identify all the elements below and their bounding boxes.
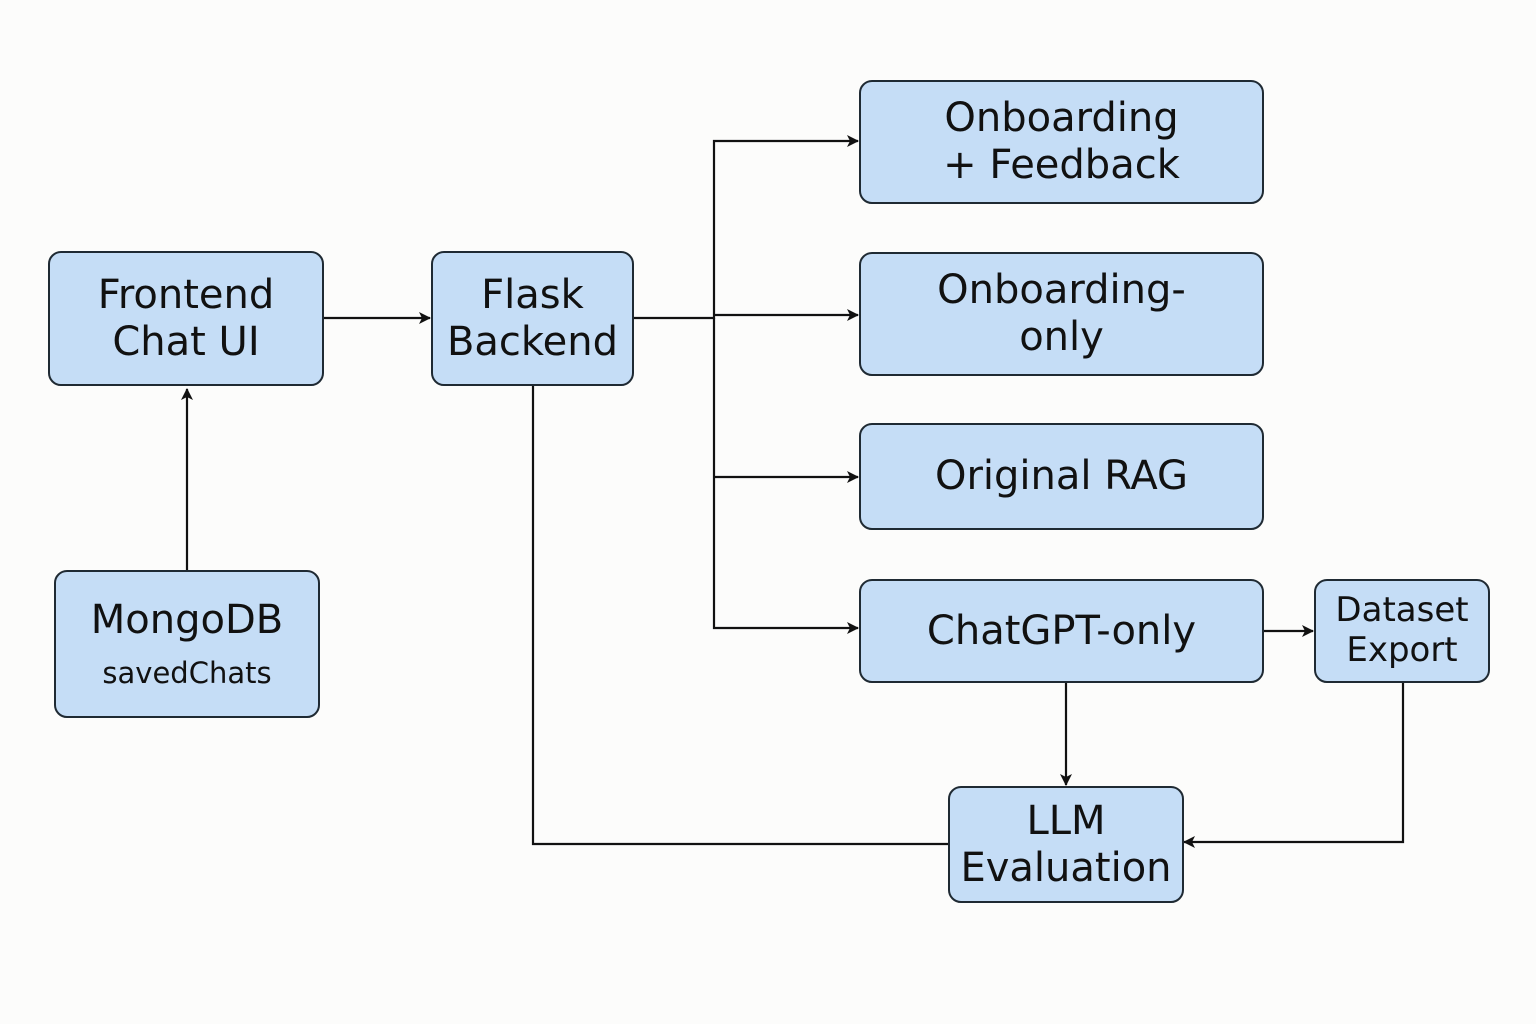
- edge-flask-to-onboarding-feedback: [634, 135, 859, 320]
- edge-flask-to-llm-evaluation: [531, 386, 948, 846]
- node-onboarding-feedback: Onboarding + Feedback: [859, 80, 1264, 204]
- node-flask-backend: Flask Backend: [431, 251, 634, 386]
- node-label-line1: Flask: [481, 271, 584, 318]
- node-label-line1: ChatGPT-only: [926, 607, 1197, 654]
- edge-flask-to-chatgpt-only: [712, 318, 859, 634]
- node-label-line2: + Feedback: [943, 142, 1180, 188]
- node-label-line2: savedChats: [102, 656, 272, 691]
- node-label-line2: Evaluation: [960, 844, 1172, 891]
- node-label-line1: Dataset: [1335, 590, 1469, 631]
- node-label-line1: Original RAG: [934, 453, 1189, 500]
- node-label-line2: Chat UI: [112, 318, 260, 365]
- edge-dataset-export-to-llm-evaluation: [1183, 682, 1405, 848]
- node-dataset-export: Dataset Export: [1314, 579, 1490, 683]
- node-label-line2: Export: [1346, 630, 1458, 670]
- node-label-line1: LLM: [1026, 797, 1106, 844]
- node-label-line1: Onboarding: [944, 95, 1179, 142]
- node-llm-evaluation: LLM Evaluation: [948, 786, 1184, 903]
- node-label-line1: MongoDB: [90, 596, 284, 643]
- node-onboarding-only: Onboarding- only: [859, 252, 1264, 376]
- node-mongodb: MongoDB savedChats: [54, 570, 320, 718]
- node-original-rag: Original RAG: [859, 423, 1264, 530]
- node-label-line2: Backend: [446, 318, 619, 365]
- node-label-line1: Frontend: [97, 271, 275, 318]
- node-label-line1: Onboarding-: [937, 267, 1186, 314]
- node-frontend-chat-ui: Frontend Chat UI: [48, 251, 324, 386]
- node-label-line2: only: [1019, 314, 1104, 360]
- node-chatgpt-only: ChatGPT-only: [859, 579, 1264, 683]
